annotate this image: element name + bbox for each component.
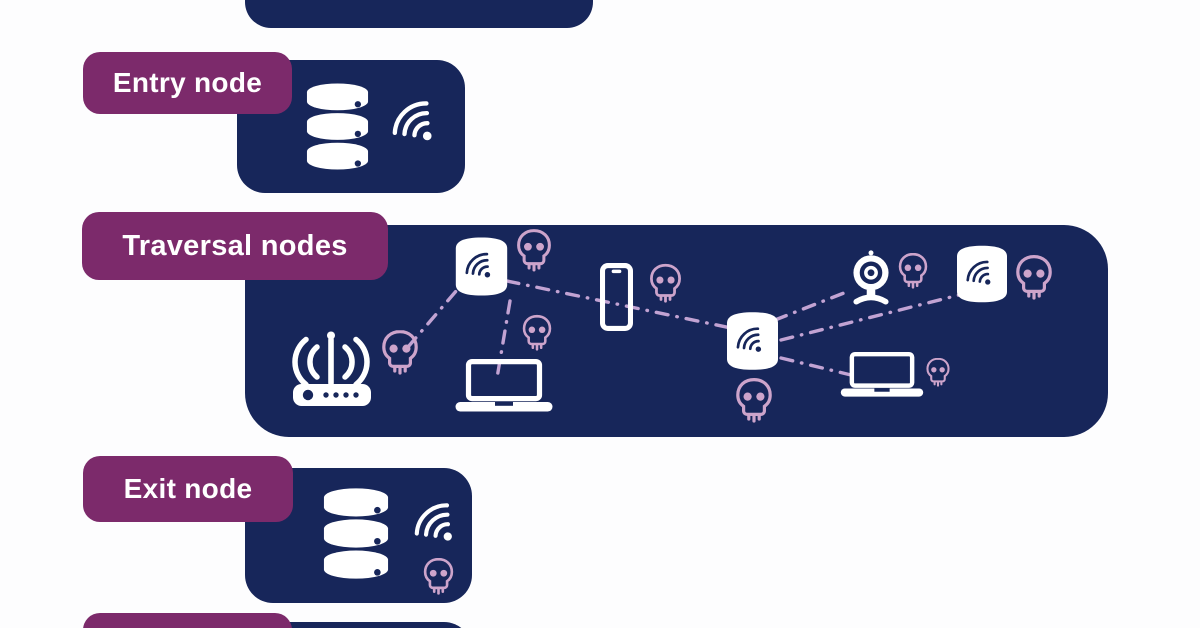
traversal-nodes-label-text: Traversal nodes <box>122 229 348 262</box>
traversal-nodes-label: Traversal nodes <box>82 212 388 280</box>
skull-icon-ap1 <box>517 229 551 272</box>
link-ap1-laptop1 <box>495 299 512 380</box>
skull-icon-router <box>382 330 418 375</box>
laptop-icon-1 <box>456 362 553 412</box>
skull-icon-exit <box>423 557 454 595</box>
smartphone-icon <box>603 266 631 329</box>
skull-icon-webcam <box>898 252 928 289</box>
link-router-ap1 <box>406 288 459 349</box>
link-ap2-laptop2 <box>779 356 853 377</box>
wifi-signal-icon <box>389 97 446 154</box>
skull-icon-ap2 <box>736 378 772 423</box>
exit-node-label-text: Exit node <box>123 473 253 504</box>
exit-node-label: Exit node <box>83 456 293 522</box>
entry-node-label-text: Entry node <box>112 67 263 98</box>
database-icon <box>323 488 389 579</box>
entry-node-label: Entry node <box>83 52 292 114</box>
traversal-nodes-box <box>245 225 1108 437</box>
wifi-signal-icon <box>411 499 466 553</box>
link-ap2-ap3 <box>779 293 961 342</box>
skull-icon-laptop1 <box>522 314 552 351</box>
access-point-icon-1 <box>456 237 507 295</box>
network-links <box>406 279 961 380</box>
link-ap1-phone-ap2 <box>505 279 733 330</box>
skull-icon-ap3 <box>1016 255 1052 300</box>
previous-node-box-partial <box>245 0 593 28</box>
webcam-icon <box>853 250 888 301</box>
database-icon <box>306 83 369 170</box>
access-point-icon-3 <box>957 246 1007 302</box>
skull-icon-phone <box>650 263 681 303</box>
link-ap2-webcam <box>773 289 851 322</box>
next-node-box-partial <box>245 622 472 628</box>
skull-icon-laptop2 <box>926 357 950 387</box>
router-icon <box>293 332 371 407</box>
access-point-icon-2 <box>727 312 778 370</box>
laptop-icon-2 <box>841 354 923 396</box>
next-node-label-partial <box>83 613 292 628</box>
